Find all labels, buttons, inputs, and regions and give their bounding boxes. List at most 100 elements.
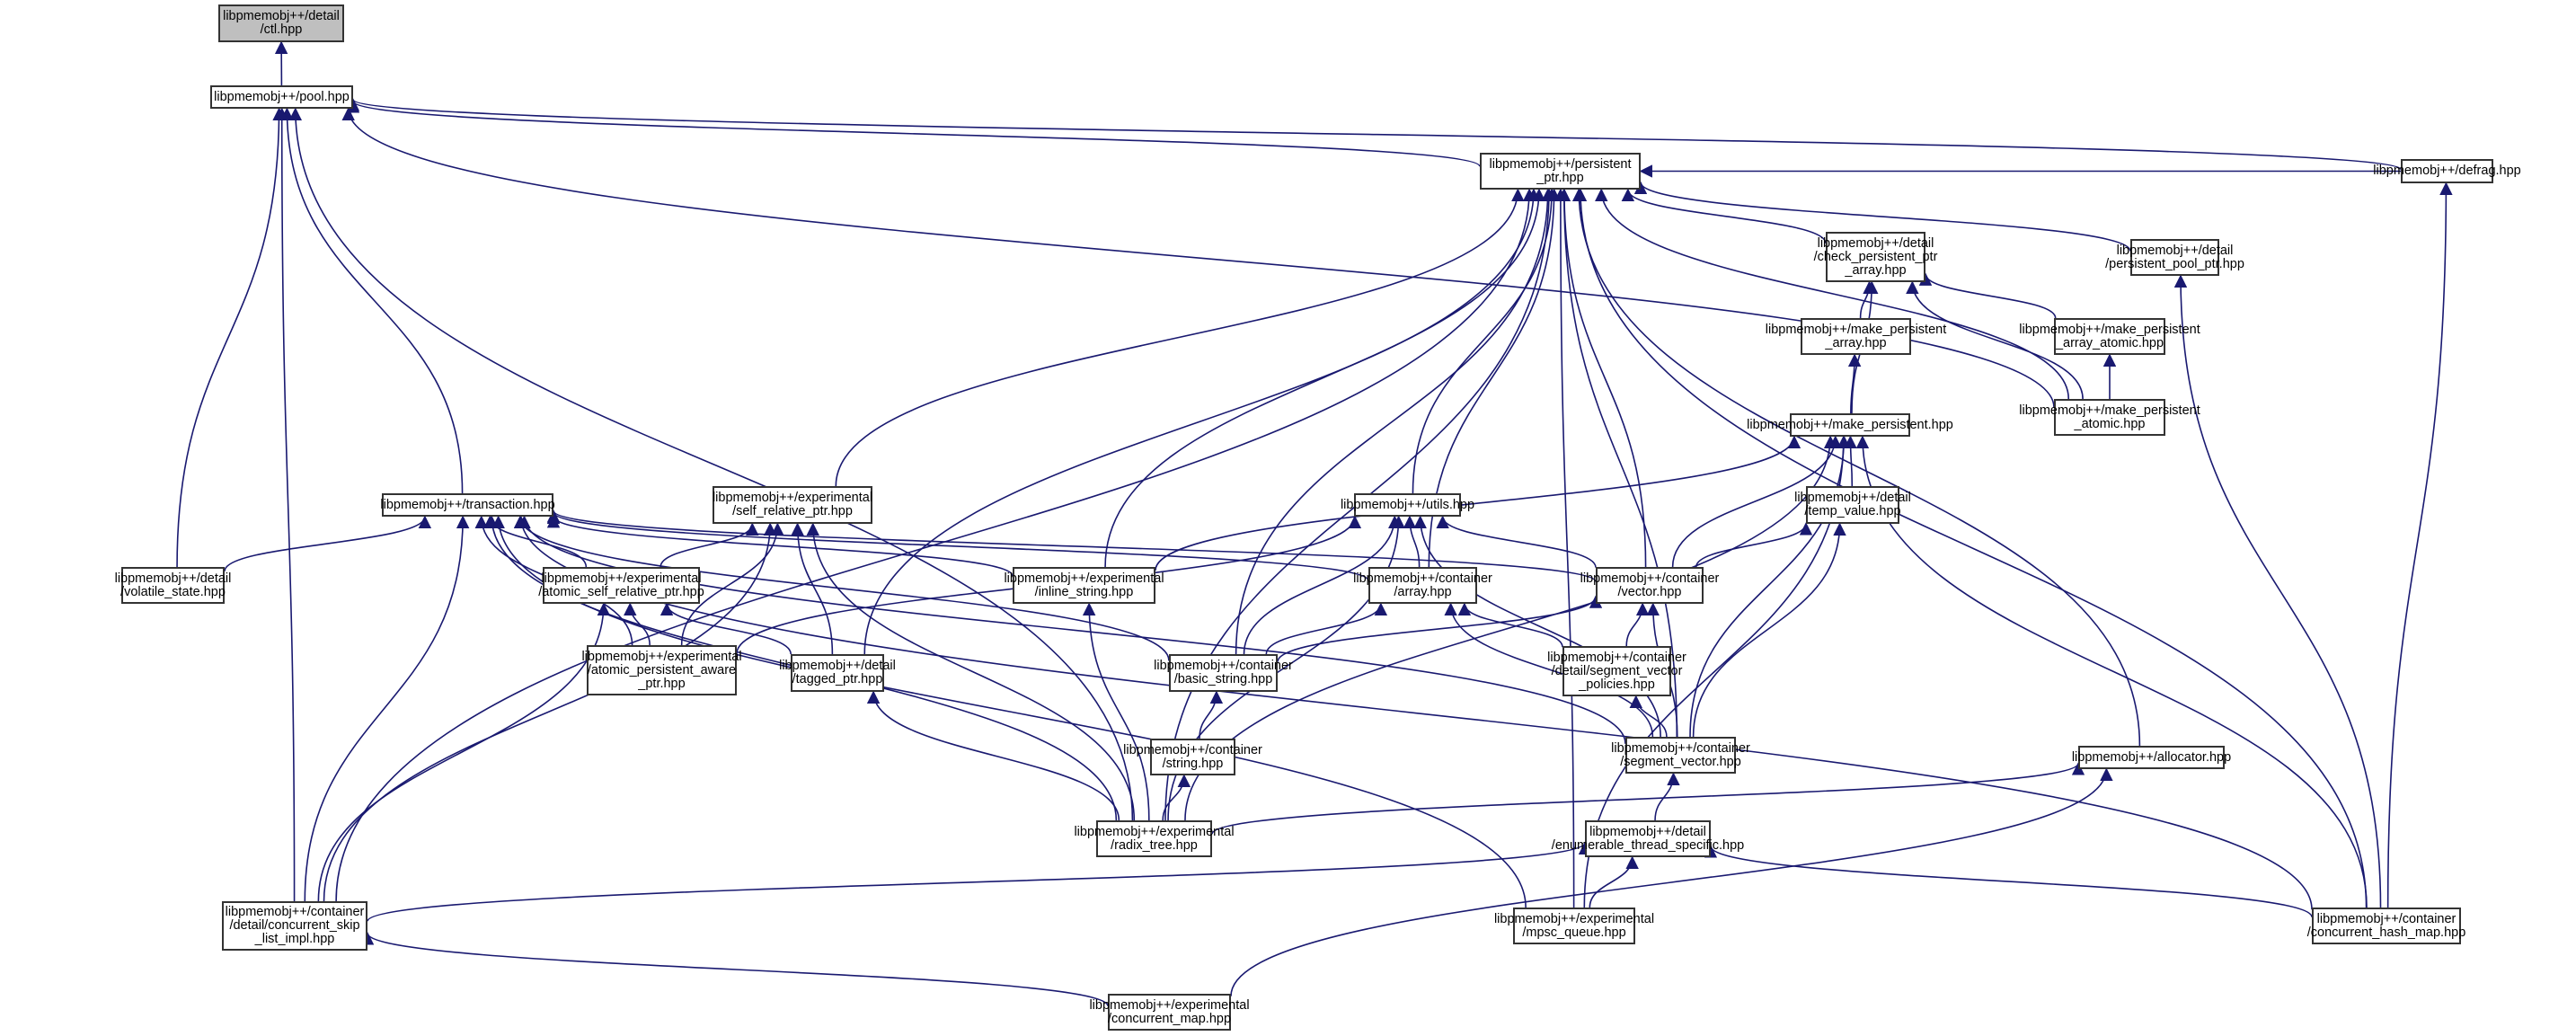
edge-concurrent-hash-map-to-make-persistent [1855,435,2368,908]
edge-concurrent-skip-list-impl-to-transaction [304,515,470,902]
edge-radix-tree-to-pool [288,107,1134,821]
node-label: libpmemobj++/allocator.hpp [2071,749,2232,765]
edge-enumerable-thread-specific-to-segment-vector [1654,772,1680,821]
node-label: libpmemobj++/detail /volatile_state.hpp [114,571,232,599]
edge-tagged-ptr-to-self-relative-ptr [791,522,834,655]
node-transaction[interactable]: libpmemobj++/transaction.hpp [380,493,555,517]
node-label: libpmemobj++/defrag.hpp [2373,164,2521,178]
edge-radix-tree-to-allocator [1211,762,2085,835]
node-label: libpmemobj++/utils.hpp [1340,497,1475,512]
edge-atomic-persistent-aware-ptr-to-self-relative-ptr [680,522,784,646]
node-concurrent-skip-list-impl[interactable]: libpmemobj++/container /detail/concurren… [222,901,367,951]
node-label: libpmemobj++/detail /persistent_pool_ptr… [2105,243,2244,271]
edge-basic-string-to-array [1265,602,1387,655]
edge-segment-vector-policies-to-array [1457,602,1563,648]
edge-vector-to-utils [1436,515,1597,568]
node-enumerable-thread-specific[interactable]: libpmemobj++/detail /enumerable_thread_s… [1552,820,1744,857]
edge-concurrent-hash-map-to-persistent-pool-ptr [2173,274,2382,908]
node-label: libpmemobj++/make_persistent _atomic.hpp [2019,403,2200,431]
node-persistent-ptr[interactable]: libpmemobj++/persistent _ptr.hpp [1480,153,1641,190]
edge-self-relative-ptr-to-persistent-ptr [835,188,1525,487]
edge-vector-to-persistent-ptr [1557,188,1647,568]
edge-basic-string-to-persistent-ptr [1235,188,1554,655]
edge-make-persistent-atomic-to-persistent-ptr [1595,188,2070,400]
node-label: libpmemobj++/pool.hpp [214,89,350,104]
node-make-persistent-array[interactable]: libpmemobj++/make_persistent _array.hpp [1766,318,1946,355]
node-inline-string[interactable]: libpmemobj++/experimental /inline_string… [1004,567,1164,604]
node-label: libpmemobj++/container /vector.hpp [1580,571,1720,599]
node-atomic-persistent-aware-ptr[interactable]: libpmemobj++/experimental /atomic_persis… [581,645,742,695]
edge-segment-vector-to-temp-value [1692,522,1846,738]
edge-vector-to-transaction [547,509,1597,583]
node-allocator[interactable]: libpmemobj++/allocator.hpp [2072,746,2231,769]
node-mpsc-queue[interactable]: libpmemobj++/experimental /mpsc_queue.hp… [1494,908,1654,944]
node-segment-vector-policies[interactable]: libpmemobj++/container /detail/segment_v… [1547,646,1686,696]
node-label: libpmemobj++/experimental /atomic_self_r… [538,571,704,599]
edge-mpsc-queue-to-enumerable-thread-specific [1589,855,1639,908]
node-segment-vector[interactable]: libpmemobj++/container /segment_vector.h… [1611,737,1750,774]
node-label: libpmemobj++/persistent _ptr.hpp [1489,156,1632,185]
edge-array-to-transaction [547,510,1369,581]
node-label: libpmemobj++/container /segment_vector.h… [1611,740,1750,769]
edge-utils-to-persistent-ptr [1412,188,1559,494]
edge-inline-string-to-make-persistent [1155,435,1801,571]
node-make-persistent-array-atomic[interactable]: libpmemobj++/make_persistent _array_atom… [2019,318,2200,355]
edge-check-persistent-ptr-array-to-persistent-ptr [1621,188,1827,244]
edge-tagged-ptr-to-persistent-ptr [863,188,1541,655]
node-volatile-state[interactable]: libpmemobj++/detail /volatile_state.hpp [115,567,231,604]
edge-atomic-self-relative-ptr-to-self-relative-ptr [659,522,759,568]
node-defrag[interactable]: libpmemobj++/defrag.hpp [2373,159,2521,183]
node-concurrent-hash-map[interactable]: libpmemobj++/container /concurrent_hash_… [2307,908,2465,944]
node-self-relative-ptr[interactable]: libpmemobj++/experimental /self_relative… [713,486,872,524]
edge-radix-tree-to-inline-string [1082,602,1150,821]
edge-concurrent-skip-list-impl-to-pool [275,107,296,902]
node-label: libpmemobj++/detail /tagged_ptr.hpp [779,659,896,686]
edge-radix-tree-to-string [1162,774,1191,821]
edge-string-to-basic-string [1199,690,1224,739]
node-basic-string[interactable]: libpmemobj++/container /basic_string.hpp [1154,654,1293,692]
edge-radix-tree-to-tagged-ptr [866,690,1120,821]
node-pool[interactable]: libpmemobj++/pool.hpp [210,85,353,109]
node-label: libpmemobj++/container /array.hpp [1353,571,1492,599]
edge-segment-vector-to-persistent-ptr [1557,188,1678,738]
node-label: libpmemobj++/transaction.hpp [380,497,555,512]
node-label: libpmemobj++/make_persistent _array.hpp [1765,322,1947,350]
node-label: libpmemobj++/container /concurrent_hash_… [2306,911,2466,940]
edge-volatile-state-to-transaction [224,515,431,572]
node-radix-tree[interactable]: libpmemobj++/experimental /radix_tree.hp… [1074,820,1235,857]
edge-allocator-to-persistent-ptr [1571,188,2141,747]
node-label: libpmemobj++/detail /ctl.hpp [223,9,340,37]
edge-basic-string-to-vector [1277,595,1603,662]
edge-tagged-ptr-to-atomic-self-relative-ptr [659,602,792,655]
node-concurrent-map[interactable]: libpmemobj++/experimental /concurrent_ma… [1089,994,1250,1031]
node-label: libpmemobj++/make_persistent _array_atom… [2019,322,2200,350]
edge-basic-string-to-utils [1243,515,1402,655]
node-tagged-ptr[interactable]: libpmemobj++/detail /tagged_ptr.hpp [779,654,896,692]
node-label: libpmemobj++/experimental /atomic_persis… [581,649,742,691]
edge-transaction-to-pool [280,107,464,494]
node-temp-value[interactable]: libpmemobj++/detail /temp_value.hpp [1794,486,1911,524]
edge-volatile-state-to-pool [176,107,286,568]
node-label: libpmemobj++/experimental /self_relative… [712,491,873,518]
node-check-persistent-ptr-array[interactable]: libpmemobj++/detail /check_persistent_pt… [1814,232,1937,282]
edge-radix-tree-to-self-relative-ptr [806,522,1136,821]
node-vector[interactable]: libpmemobj++/container /vector.hpp [1580,567,1719,604]
node-make-persistent[interactable]: libpmemobj++/make_persistent.hpp [1747,413,1953,437]
edge-make-persistent-to-make-persistent-array [1847,353,1862,414]
edge-concurrent-skip-list-impl-to-enumerable-thread-specific [367,841,1591,922]
node-make-persistent-atomic[interactable]: libpmemobj++/make_persistent _atomic.hpp [2019,399,2200,436]
node-array[interactable]: libpmemobj++/container /array.hpp [1353,567,1492,604]
node-atomic-self-relative-ptr[interactable]: libpmemobj++/experimental /atomic_self_r… [538,567,704,604]
edge-array-to-utils [1403,515,1421,568]
edge-temp-value-to-make-persistent [1844,435,1857,487]
node-label: libpmemobj++/container /string.hpp [1123,742,1262,771]
edge-concurrent-skip-list-impl-to-atomic-self-relative-ptr [317,602,611,902]
edge-make-persistent-atomic-to-pool [341,107,2055,408]
edge-segment-vector-to-segment-vector-policies [1629,695,1668,738]
node-string[interactable]: libpmemobj++/container /string.hpp [1123,739,1262,775]
edge-persistent-pool-ptr-to-persistent-ptr [1633,181,2131,252]
node-persistent-pool-ptr[interactable]: libpmemobj++/detail /persistent_pool_ptr… [2105,239,2244,276]
edge-concurrent-skip-list-impl-to-self-relative-ptr [323,522,777,902]
edge-atomic-persistent-aware-ptr-to-atomic-self-relative-ptr [624,602,651,646]
node-utils[interactable]: libpmemobj++/utils.hpp [1341,493,1474,517]
